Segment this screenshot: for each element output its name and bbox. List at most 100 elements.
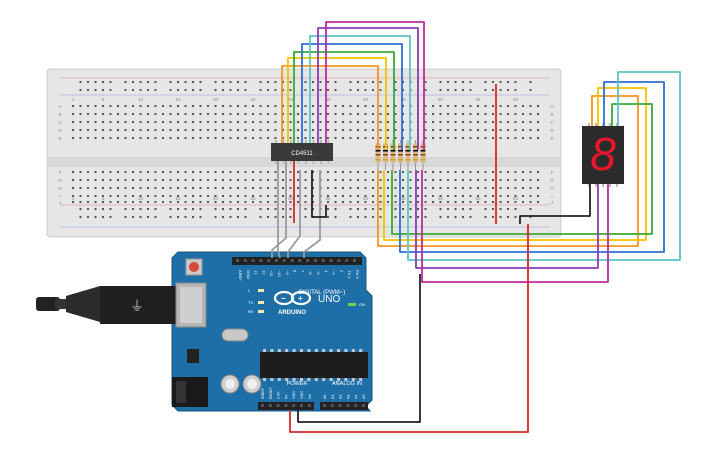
digital-pin-label: 2 xyxy=(339,270,344,273)
digital-pin-label: 12 xyxy=(261,270,266,275)
column-number: 45 xyxy=(400,97,406,102)
power-jack[interactable] xyxy=(172,377,208,407)
digital-pin-label: ~9 xyxy=(285,270,290,275)
wire-purple-chip[interactable] xyxy=(317,27,419,150)
svg-text:+: + xyxy=(298,294,303,303)
board-leds: L TX RX xyxy=(248,288,264,314)
power-pin-label: 3.3V xyxy=(277,391,281,399)
seven-segment-display[interactable]: 8 xyxy=(582,123,624,187)
wire-yellow-chip[interactable] xyxy=(287,57,387,150)
row-letter: A xyxy=(58,104,61,109)
wire-blue-seg[interactable] xyxy=(399,81,665,253)
wire-gray-2[interactable] xyxy=(271,161,287,258)
wire-purple-seg[interactable] xyxy=(415,170,599,269)
column-number: 60 xyxy=(513,196,519,201)
digital-pin-label: 4 xyxy=(324,270,329,273)
digital-pin-label: ~3 xyxy=(332,270,337,275)
digital-pin-label: 13 xyxy=(254,270,259,275)
analog-label: ANALOG IN xyxy=(332,381,362,387)
digital-pin-label: ~5 xyxy=(316,270,321,275)
on-led xyxy=(348,303,356,306)
column-number: 55 xyxy=(475,196,481,201)
row-letter: J xyxy=(59,200,61,205)
wire-gray-3[interactable] xyxy=(287,170,301,258)
resistor[interactable] xyxy=(375,140,381,170)
wire-red-5v[interactable] xyxy=(289,224,529,433)
row-letter: I xyxy=(551,194,552,199)
analog-pin-label: A5 xyxy=(362,395,366,399)
wire-yellow-seg[interactable] xyxy=(383,87,647,241)
column-number: 25 xyxy=(250,97,256,102)
column-number: 40 xyxy=(363,196,369,201)
reset-button[interactable] xyxy=(185,258,203,276)
analog-header[interactable] xyxy=(320,402,368,410)
column-number: 10 xyxy=(138,196,144,201)
led-label: RX xyxy=(248,309,254,314)
digital-pin-label: ~6 xyxy=(308,270,313,275)
wire-black-display[interactable] xyxy=(519,184,591,224)
power-pin-label: IOREF xyxy=(261,387,265,399)
atmega-chip xyxy=(260,352,368,378)
digital-pin-label: TX 1 xyxy=(347,270,352,279)
column-number: 50 xyxy=(438,97,444,102)
analog-pin-label: A2 xyxy=(339,395,343,399)
column-number: 30 xyxy=(288,97,294,102)
chip-pins xyxy=(275,140,330,164)
wire-green-chip[interactable] xyxy=(293,51,395,150)
wire-orange-chip[interactable] xyxy=(281,65,379,150)
wire-orange-seg[interactable] xyxy=(377,95,639,247)
wire-cyan-seg[interactable] xyxy=(407,71,681,261)
led-label: TX xyxy=(248,300,253,305)
row-letter: C xyxy=(58,120,62,125)
wire-gray-1[interactable] xyxy=(277,161,281,259)
wire-blue-chip[interactable] xyxy=(301,43,403,150)
column-number: 10 xyxy=(138,97,144,102)
wire-black-chip[interactable] xyxy=(311,170,327,218)
row-letter: D xyxy=(58,128,62,133)
arduino-logo: − + xyxy=(273,290,312,306)
column-number: 40 xyxy=(363,97,369,102)
wire-cyan-chip[interactable] xyxy=(309,35,411,150)
usb-cable[interactable]: ⏚ xyxy=(36,282,207,328)
column-number: 1 xyxy=(72,196,75,201)
resistor[interactable] xyxy=(413,140,418,170)
column-number: 15 xyxy=(175,97,181,102)
column-number: 30 xyxy=(288,196,294,201)
wire-gray-4[interactable] xyxy=(303,170,321,258)
wire-magenta-chip[interactable] xyxy=(325,21,425,150)
column-number: 50 xyxy=(438,196,444,201)
analog-pin-label: A3 xyxy=(346,395,350,399)
on-label: ON xyxy=(359,302,365,307)
brand-label: ARDUINO xyxy=(278,310,306,316)
wire-green-seg[interactable] xyxy=(391,103,653,235)
wire-magenta-seg[interactable] xyxy=(421,170,609,283)
row-letter: C xyxy=(550,120,554,125)
model-label: UNO xyxy=(318,294,340,305)
capacitors xyxy=(220,374,262,394)
row-letter: A xyxy=(550,104,553,109)
svg-text:−: − xyxy=(281,294,286,303)
row-letter: B xyxy=(58,112,61,117)
voltage-regulator xyxy=(187,349,199,363)
chip-label: CD4511 xyxy=(291,151,313,157)
wire-black-gnd[interactable] xyxy=(297,274,421,423)
column-number: 55 xyxy=(475,97,481,102)
digital-header[interactable] xyxy=(232,257,362,265)
breadboard-holes[interactable] xyxy=(72,81,539,218)
cd4511-chip[interactable]: CD4511 xyxy=(271,140,333,164)
row-letter: F xyxy=(551,170,554,175)
analog-pin-label: A0 xyxy=(323,395,327,399)
led-label: L xyxy=(248,288,251,293)
row-letter: I xyxy=(59,194,60,199)
resistor[interactable] xyxy=(398,140,403,170)
row-letter: E xyxy=(58,136,61,141)
row-letter: H xyxy=(550,186,553,191)
